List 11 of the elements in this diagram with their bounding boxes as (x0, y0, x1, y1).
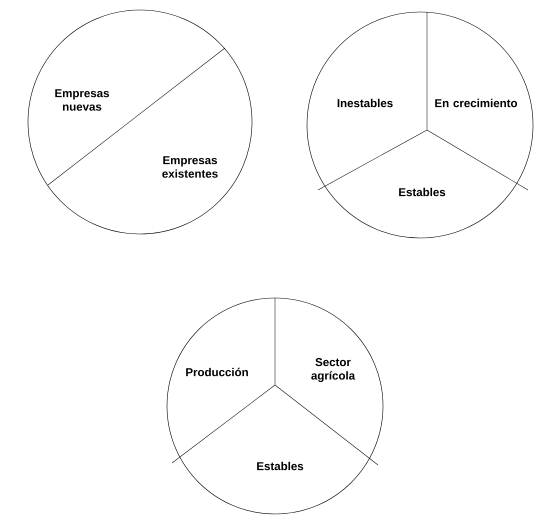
divided-circle (306, 12, 534, 238)
sector-label: Producción (186, 368, 248, 376)
divided-circle (166, 298, 384, 514)
sector-label: Inestables (338, 98, 393, 108)
divided-circle (28, 10, 252, 234)
sector-label: Estables (399, 188, 446, 196)
sector-label: Empresas existentes (162, 156, 218, 178)
sector-label: Estables (257, 462, 304, 470)
sector-label: Empresas nuevas (55, 89, 110, 111)
sector-label: Sector agrícola (311, 358, 356, 382)
sector-label: En crecimiento (435, 98, 518, 108)
